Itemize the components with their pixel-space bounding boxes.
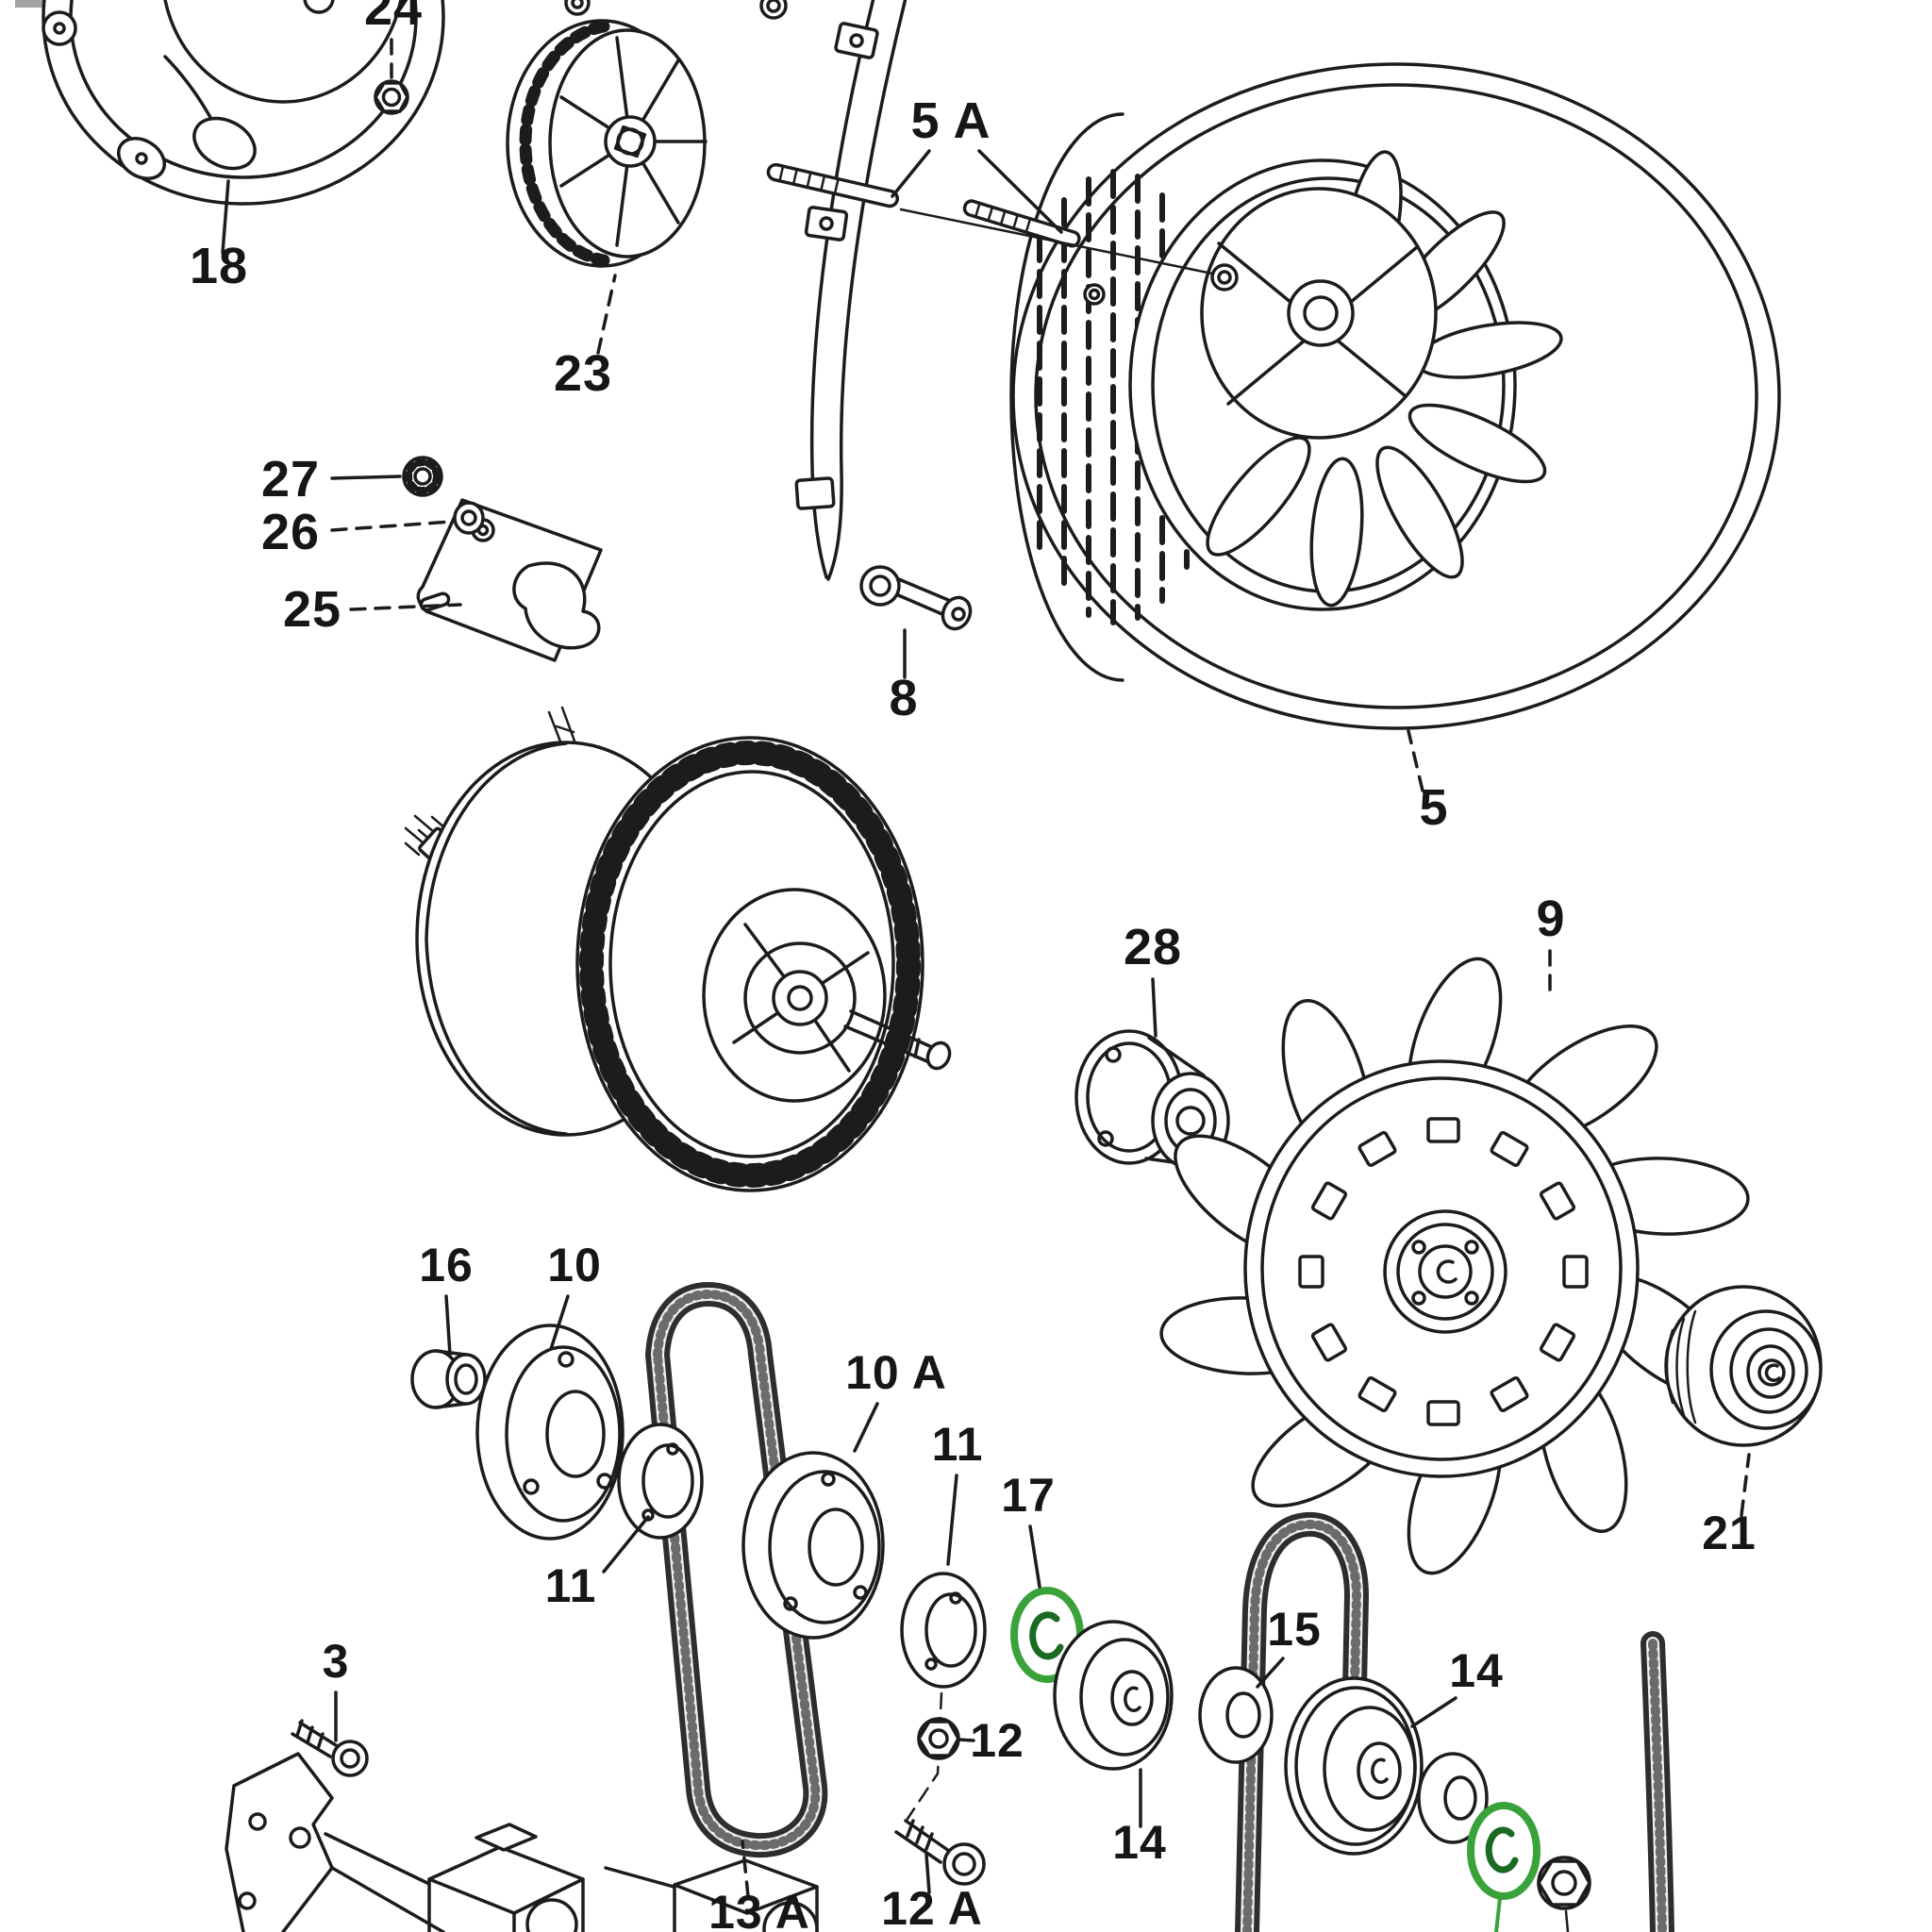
leader-line-11R xyxy=(946,1474,958,1566)
part-nut-bottom-right xyxy=(1537,1856,1591,1932)
leader-line-17 xyxy=(1028,1524,1041,1589)
leader-line-13A xyxy=(741,1840,750,1898)
part-5-fan-housing xyxy=(1009,62,1781,730)
part-13a-v-belt xyxy=(645,1282,828,1858)
part-25-regulator-plate xyxy=(416,498,603,662)
part-10-pulley-half xyxy=(475,1324,625,1541)
part-label-10: 10 xyxy=(547,1239,602,1291)
part-tensioner xyxy=(427,1823,819,1932)
part-label-12: 12 xyxy=(970,1714,1024,1767)
part-label-15: 15 xyxy=(1267,1603,1322,1656)
part-8-bolt xyxy=(859,565,973,631)
leader-line-14R xyxy=(1410,1696,1457,1728)
part-label-27: 27 xyxy=(261,451,320,508)
part-18-housing-cover xyxy=(42,0,445,206)
leader-line-25 xyxy=(349,603,462,611)
part-label-25: 25 xyxy=(283,581,341,638)
part-label-12A: 12 A xyxy=(881,1882,983,1932)
part-washer-right xyxy=(1417,1752,1489,1844)
part-label-14B: 14 xyxy=(1112,1816,1167,1869)
leader-line-15 xyxy=(1256,1657,1285,1689)
part-housing-strap xyxy=(794,0,908,581)
part-26-washer xyxy=(453,501,485,535)
leader-line-26 xyxy=(330,520,453,532)
part-label-11R: 11 xyxy=(932,1418,984,1471)
leader-line-21 xyxy=(1740,1453,1751,1517)
part-12a-bolt xyxy=(894,1819,986,1886)
part-label-9: 9 xyxy=(1536,891,1565,947)
part-9-fan-wheel xyxy=(1159,957,1750,1575)
part-13b-v-belt xyxy=(1235,1512,1674,1932)
part-label-13A: 13 A xyxy=(708,1886,810,1932)
leader-line-18 xyxy=(221,179,230,255)
part-15-washer xyxy=(1198,1666,1274,1764)
leader-line-16 xyxy=(444,1294,452,1357)
leader-line-12A xyxy=(924,1853,931,1894)
part-5a-studs xyxy=(766,162,1239,306)
part-label-28: 28 xyxy=(1124,919,1182,975)
part-label-3: 3 xyxy=(323,1635,350,1688)
part-label-16: 16 xyxy=(419,1239,474,1291)
leader-line-11L xyxy=(602,1515,650,1574)
part-27-lock-nut xyxy=(402,456,443,497)
part-label-23: 23 xyxy=(554,345,612,402)
part-label-26: 26 xyxy=(261,504,320,560)
part-3-bolt xyxy=(291,1719,369,1777)
part-label-24: 24 xyxy=(364,0,423,36)
part-mount-bracket xyxy=(225,1752,445,1932)
leader-line-5A xyxy=(977,149,1063,234)
part-label-5A: 5 A xyxy=(910,92,991,149)
leader-line-10A xyxy=(853,1402,879,1453)
part-10a-pulley-half xyxy=(741,1451,885,1640)
part-24-nut xyxy=(374,79,409,115)
part-label-5: 5 xyxy=(1419,779,1448,836)
part-label-18: 18 xyxy=(190,238,248,294)
part-label-17: 17 xyxy=(1001,1469,1056,1522)
part-spring-washer-highlight-right xyxy=(1467,1802,1541,1932)
leader-line-5 xyxy=(1407,729,1424,792)
leader-line-10 xyxy=(549,1294,570,1351)
part-fragments-top-edge xyxy=(564,0,788,20)
leader-line-27 xyxy=(330,475,402,480)
leader-line-5A xyxy=(891,149,931,198)
part-label-8: 8 xyxy=(889,670,918,726)
part-label-14R: 14 xyxy=(1449,1644,1504,1697)
part-16-bushing xyxy=(410,1349,487,1409)
part-12-nut xyxy=(917,1717,960,1760)
part-label-10A: 10 A xyxy=(845,1346,947,1399)
part-11-spacer-left xyxy=(617,1423,704,1540)
part-alternator xyxy=(404,706,952,1192)
leader-line-28 xyxy=(1151,977,1158,1038)
part-21-pulley xyxy=(1664,1285,1823,1447)
part-14-pulley-half-right xyxy=(1284,1676,1424,1856)
part-14-pulley-half-left xyxy=(1053,1620,1174,1771)
part-23-fan-rotor xyxy=(506,19,708,268)
part-label-11L: 11 xyxy=(545,1559,597,1612)
part-label-21: 21 xyxy=(1702,1507,1757,1559)
leader-line-23 xyxy=(596,274,617,355)
